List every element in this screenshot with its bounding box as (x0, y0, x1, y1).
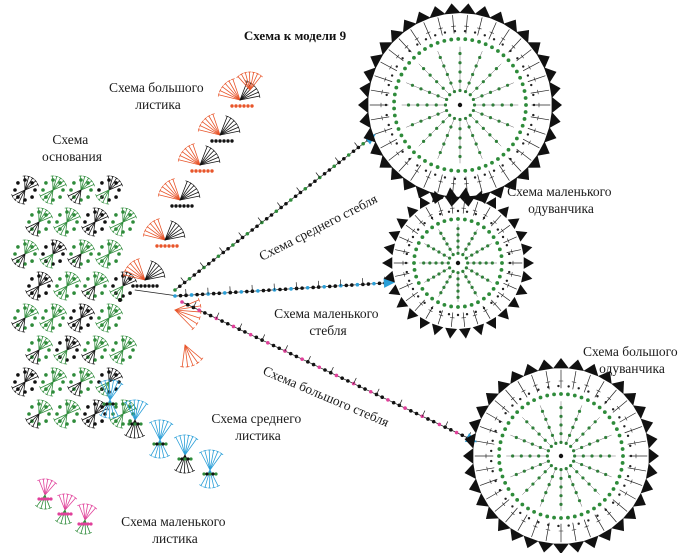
base-motif (11, 175, 179, 429)
big-leaf-chart (122, 71, 263, 368)
base-label: Схема основания (42, 132, 102, 164)
small-stem-label: Схема маленького стебля (274, 306, 382, 338)
big-leaf-label: Схема большого листика (109, 80, 207, 112)
small-stem-chart (173, 276, 395, 298)
middle-stem-label: Схема среднего стебля (257, 191, 380, 264)
big-dandelion-label: Схема большого одуванчика (583, 344, 681, 376)
middle-leaf-label: Схема среднего листика (211, 411, 304, 443)
small-leaf-label: Схема маленького листика (121, 514, 229, 546)
small-dandelion-chart (382, 187, 534, 339)
diagram-title: Схема к модели 9 (244, 28, 347, 43)
middle-stem-chart (173, 133, 376, 292)
small-leaf-chart (35, 478, 98, 535)
small-dandelion-label: Схема маленького одуванчика (507, 184, 615, 216)
big-dandelion-chart (463, 358, 659, 553)
top-dandelion-chart (358, 3, 562, 207)
middle-leaf-chart (99, 379, 224, 489)
